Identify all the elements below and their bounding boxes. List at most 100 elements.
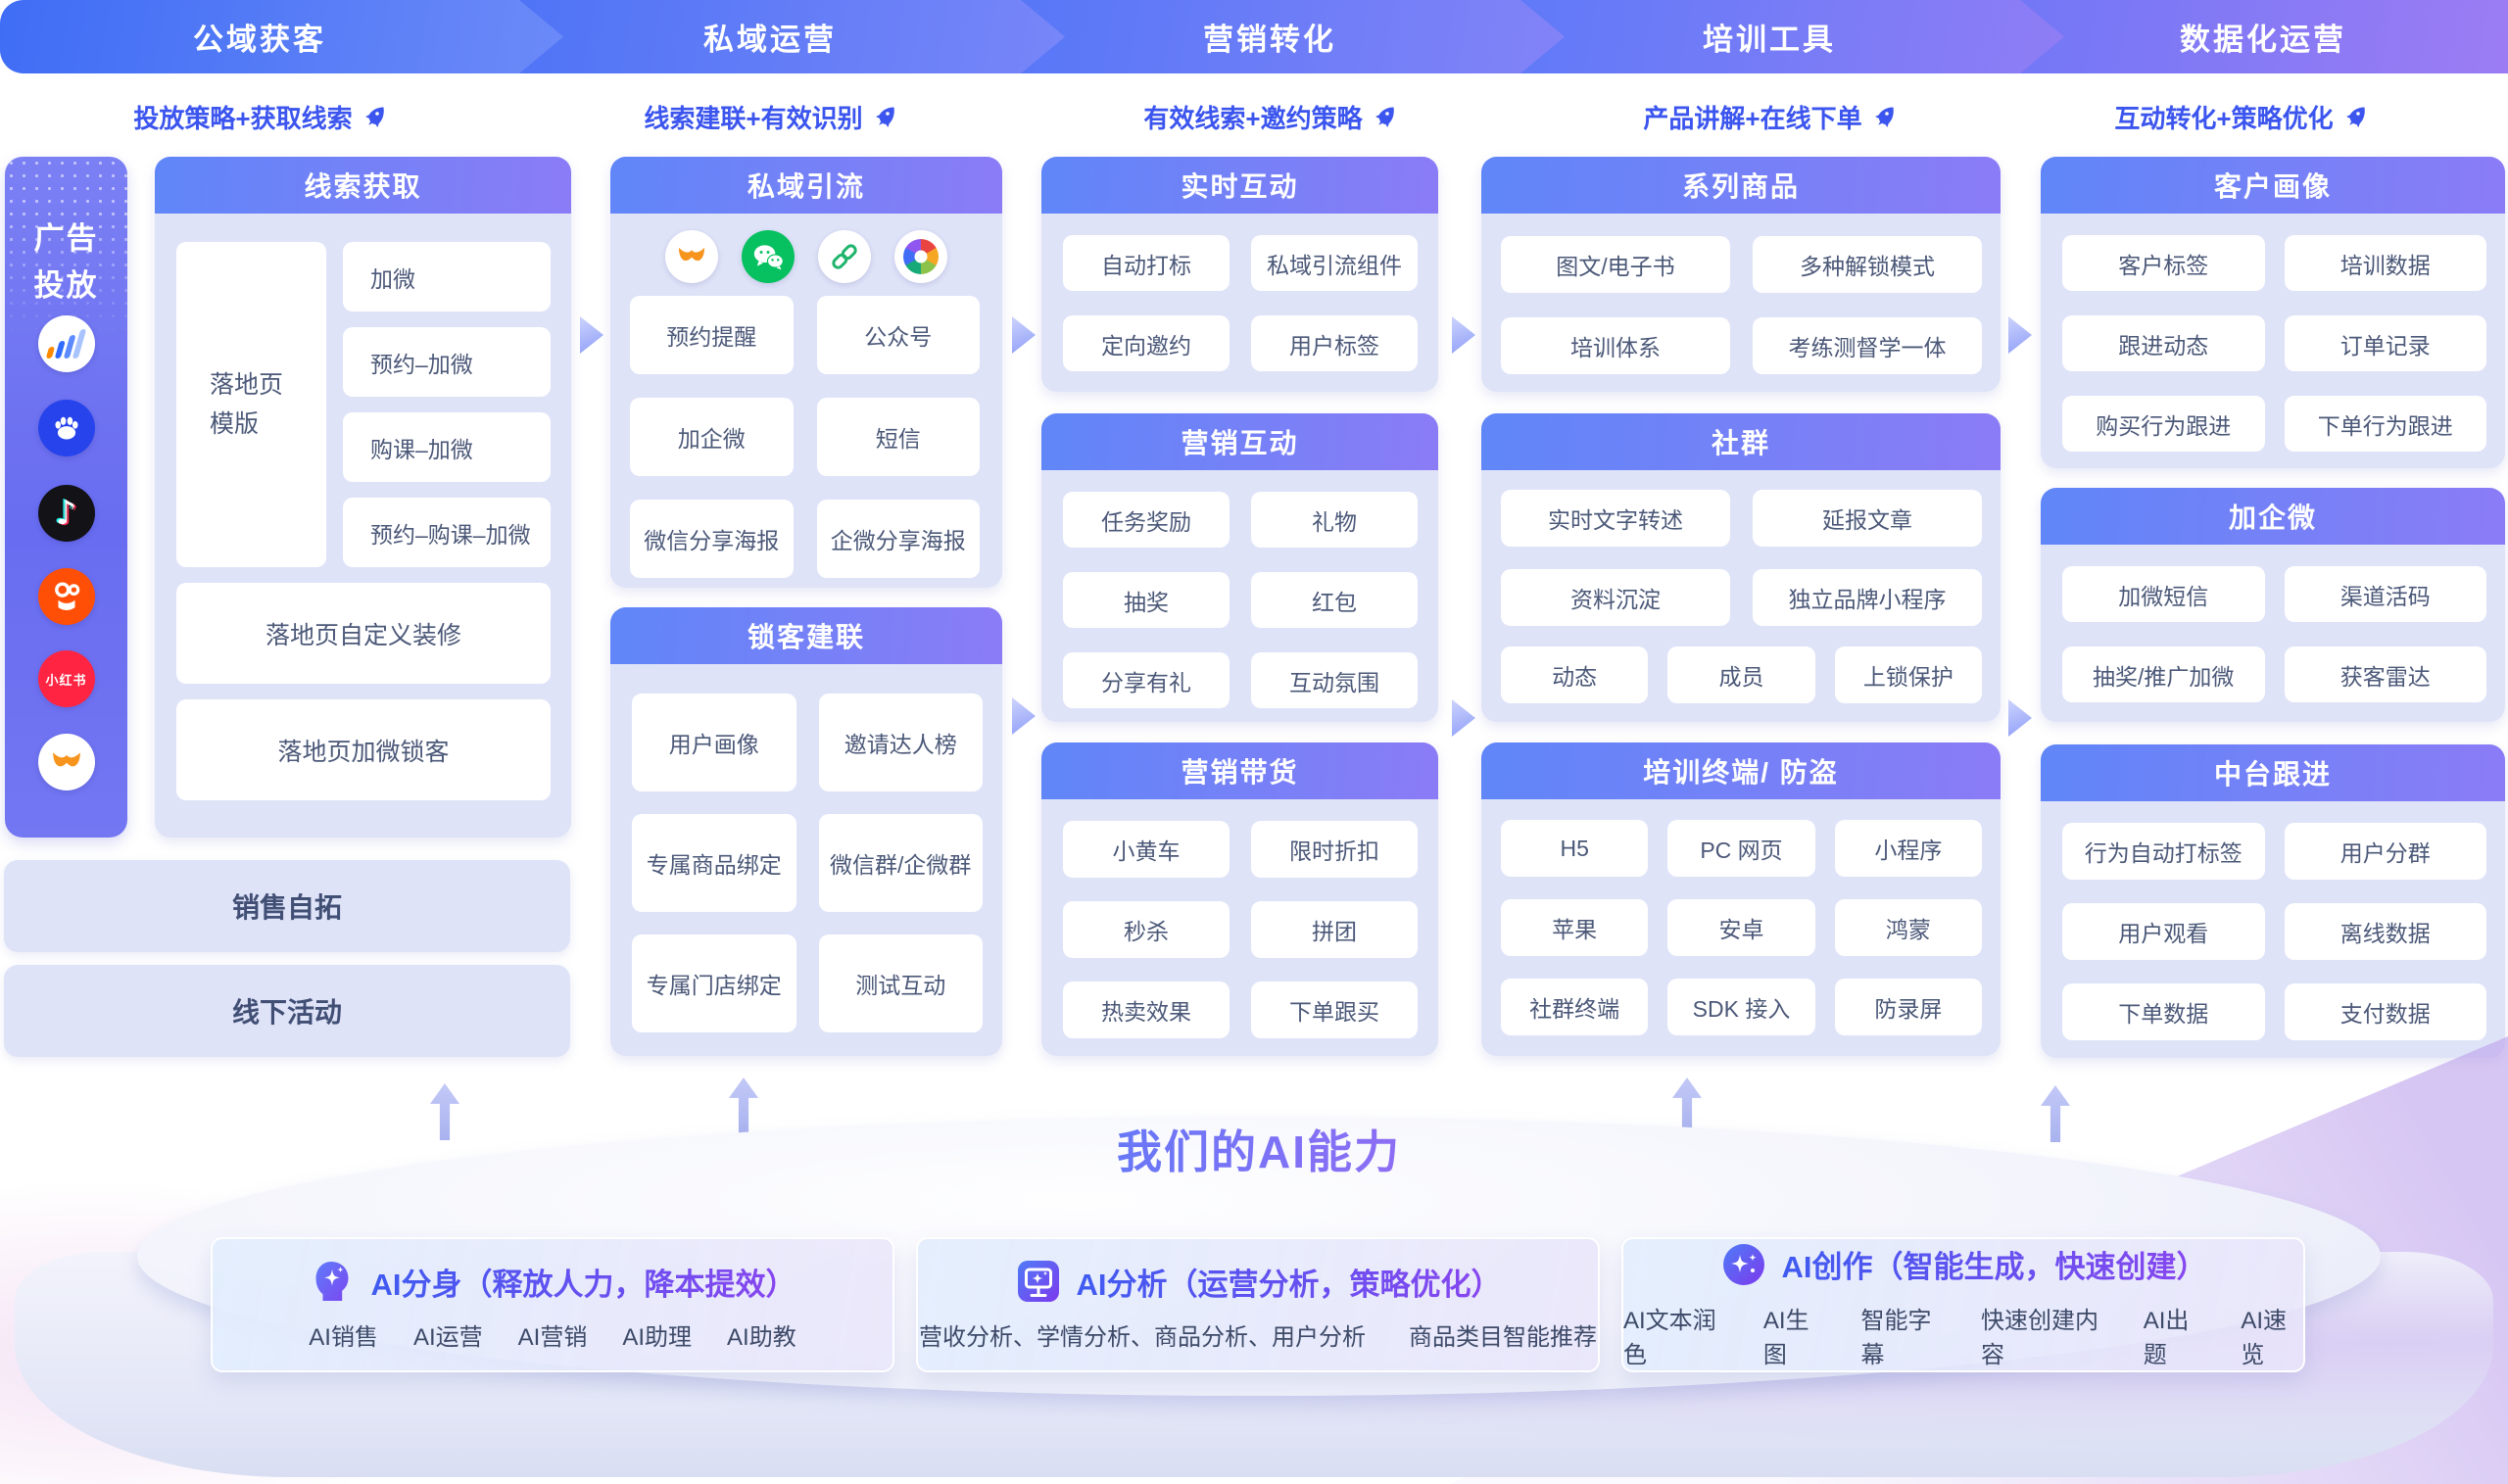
diagram-box: 独立品牌小程序 (1753, 569, 1982, 626)
panel-title: 系列商品 (1481, 157, 2001, 214)
diagram-box: 专属门店绑定 (632, 934, 796, 1032)
diagram-box: 测试互动 (818, 934, 983, 1032)
panel-realtime-interaction: 实时互动 自动打标 私域引流组件 定向邀约 用户标签 (1041, 157, 1438, 392)
ai-card-item: 智能字幕 (1860, 1307, 1932, 1368)
diagram-box: 行为自动打标签 (2062, 823, 2265, 880)
ai-card-item: AI助教 (727, 1324, 796, 1351)
link-icon (818, 230, 871, 283)
diagram-box: 短信 (816, 398, 980, 476)
diagram-box: 延报文章 (1753, 490, 1982, 547)
diagram-box: 社群终端 (1501, 979, 1649, 1035)
diagram-box: 订单记录 (2284, 315, 2486, 371)
baidu-icon (37, 400, 95, 456)
panel-title: 社群 (1481, 413, 2001, 470)
diagram-box: 自动打标 (1063, 235, 1230, 291)
ai-card-item: AI文本润色 (1623, 1307, 1716, 1368)
diagram-box: 考练测督学一体 (1753, 317, 1982, 374)
panel-title: 客户画像 (2041, 157, 2505, 214)
sidebar-title: 广告投放 (33, 221, 99, 303)
rocket-icon (1874, 107, 1894, 127)
ai-card-item: AI出题 (2143, 1307, 2190, 1368)
diagram-box: 多种解锁模式 (1753, 236, 1982, 293)
sublink-label: 线索建联+有效识别 (644, 103, 863, 133)
sublink-label: 产品讲解+在线下单 (1643, 103, 1862, 133)
panel-community: 社群 实时文字转述 延报文章 资料沉淀 独立品牌小程序 动态 成员 上锁保护 (1481, 413, 2001, 722)
diagram-box: 加微短信 (2062, 566, 2265, 622)
diagram-box: 离线数据 (2284, 903, 2486, 960)
diagram-box: 用户分群 (2284, 823, 2486, 880)
diagram-box: 任务奖励 (1063, 492, 1230, 548)
flow-up-arrow (2041, 1085, 2070, 1142)
diagram-box: 抽奖 (1063, 572, 1230, 628)
ai-card-title: AI分身（释放人力，降本提效） (371, 1260, 796, 1304)
panel-customer-profile: 客户画像 客户标签 培训数据 跟进动态 订单记录 购买行为跟进 下单行为跟进 (2041, 157, 2505, 468)
flow-right-arrow (2008, 699, 2032, 737)
panel-title: 中台跟进 (2041, 744, 2505, 801)
panel-training-terminal: 培训终端/ 防盗 H5 PC 网页 小程序 苹果 安卓 鸿蒙 社群终端 SDK … (1481, 742, 2001, 1056)
diagram-box: 防录屏 (1834, 979, 1982, 1035)
ai-card-title: AI分析（运营分析，策略优化） (1077, 1260, 1502, 1304)
stage-label: 营销转化 (1203, 23, 1336, 57)
diagram-box: 企微分享海报 (816, 500, 980, 578)
panel-marketing-interaction: 营销互动 任务奖励 礼物 抽奖 红包 分享有礼 互动氛围 (1041, 413, 1438, 722)
panel-add-wecom: 加企微 加微短信 渠道活码 抽奖/推广加微 获客雷达 (2041, 488, 2505, 722)
panel-midplatform-followup: 中台跟进 行为自动打标签 用户分群 用户观看 离线数据 下单数据 支付数据 (2041, 744, 2505, 1058)
diagram-box: 分享有礼 (1063, 652, 1230, 708)
ai-card-item: AI生图 (1762, 1307, 1809, 1368)
flow-right-arrow (1452, 316, 1475, 354)
panel-title: 实时互动 (1041, 157, 1438, 214)
panel-title: 线索获取 (155, 157, 571, 214)
diagram-box: 小黄车 (1063, 821, 1230, 878)
stage-label: 公域获客 (193, 23, 326, 57)
ai-card-item: 营收分析、学情分析、商品分析、用户分析 (919, 1324, 1366, 1351)
rocket-icon (875, 107, 894, 127)
ai-creation-icon (1722, 1243, 1764, 1285)
sublink-label: 有效线索+邀约策略 (1143, 103, 1363, 133)
diagram-box: 微信分享海报 (630, 500, 794, 578)
stage-banner-data-operation: 数据化运营 (2018, 0, 2508, 73)
ai-card-item: 快速创建内容 (1981, 1307, 2098, 1368)
diagram-box: 微信群/企微群 (818, 814, 983, 912)
ai-card-title: AI创作（智能生成，快速创建） (1782, 1242, 2207, 1286)
ai-card-item: AI助理 (622, 1324, 693, 1351)
stage-label: 培训工具 (1703, 23, 1836, 57)
diagram-box: 图文/电子书 (1501, 236, 1730, 293)
diagram-box: 上锁保护 (1834, 646, 1982, 703)
flow-right-arrow (2008, 316, 2032, 354)
stage-sublink-5[interactable]: 互动转化+策略优化 (2005, 95, 2476, 138)
diagram-box: 培训体系 (1501, 317, 1730, 374)
sublink-label: 互动转化+策略优化 (2114, 103, 2334, 133)
channel-label: 销售自拓 (231, 892, 342, 923)
diagram-box: 定向邀约 (1063, 315, 1230, 371)
diagram-box: H5 (1501, 820, 1649, 877)
panel-marketing-sales: 营销带货 小黄车 限时折扣 秒杀 拼团 热卖效果 下单跟买 (1041, 742, 1438, 1056)
diagram-box: 加企微 (630, 398, 794, 476)
diagram-box: 用户标签 (1251, 315, 1418, 371)
stage-sublink-3[interactable]: 有效线索+邀约策略 (1035, 95, 1505, 138)
diagram-box: 红包 (1251, 572, 1418, 628)
diagram-box: 实时文字转述 (1501, 490, 1730, 547)
ai-card-item: AI速览 (2241, 1307, 2288, 1368)
diagram-box: 购买行为跟进 (2062, 396, 2265, 452)
xiaohongshu-icon: 小红书 (37, 650, 95, 707)
diagram-box: PC 网页 (1667, 820, 1815, 877)
diagram-box: 加微 (343, 242, 551, 311)
diagram-box: 公众号 (816, 296, 980, 374)
sublink-label: 投放策略+获取线索 (133, 103, 353, 133)
diagram-box: 下单数据 (2062, 983, 2265, 1040)
diagram-box: 限时折扣 (1251, 821, 1418, 878)
rocket-icon (1375, 107, 1394, 127)
stage-sublink-1[interactable]: 投放策略+获取线索 (24, 95, 495, 138)
ai-card-item: AI销售 (309, 1324, 378, 1351)
ai-card-analysis: AI分析（运营分析，策略优化） 营收分析、学情分析、商品分析、用户分析 商品类目… (916, 1237, 1600, 1372)
diagram-box: 客户标签 (2062, 235, 2265, 291)
channel-offline-activity: 线下活动 (4, 965, 570, 1057)
stage-sublink-4[interactable]: 产品讲解+在线下单 (1534, 95, 2004, 138)
ai-avatar-icon (315, 1262, 348, 1301)
panel-title: 营销互动 (1041, 413, 1438, 470)
diagram-box: 培训数据 (2284, 235, 2486, 291)
diagram-box: 落地页自定义装修 (176, 583, 551, 684)
stage-sublink-2[interactable]: 线索建联+有效识别 (535, 95, 1005, 138)
ai-card-item: 商品类目智能推荐 (1409, 1324, 1597, 1351)
diagram-box: 预约–购课–加微 (343, 498, 551, 567)
